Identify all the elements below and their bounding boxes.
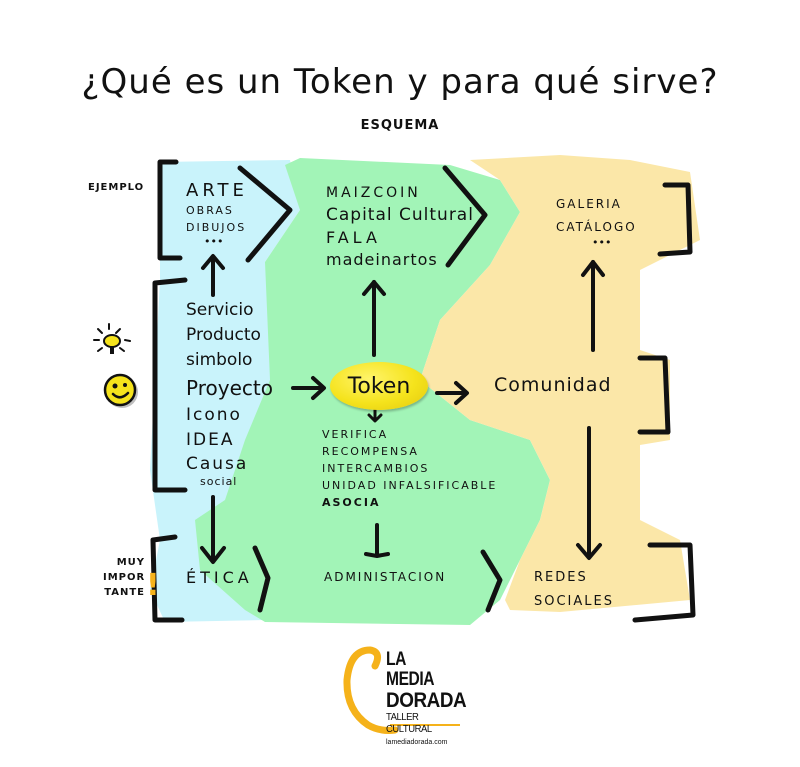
art-item: OBRAS [186,204,234,217]
function-item: VERIFICA [322,428,389,441]
logo-line-3: TALLER CULTURAL [386,712,432,735]
example-label: EJEMPLO [88,182,145,193]
token-example-item: Capital Cultural [326,205,474,225]
source-sub: social [200,475,238,488]
smiley-icon [103,373,138,408]
node-ethics: ÉTICA [186,568,253,587]
gallery-more: ••• [592,236,612,249]
bracket-ethics [150,534,185,623]
important-label: MUY IMPOR TANTE [103,555,145,600]
node-sources: Servicio Producto simbolo Proyecto Icono… [186,298,273,488]
important-exclamation: ! [146,568,160,603]
arrow-token-to-functions [367,408,383,423]
art-more: ••• [204,235,224,248]
token-example-item: FALA [326,228,381,247]
social-line-2: SOCIALES [534,594,614,609]
arrow-functions-to-admin [364,523,390,558]
token-node: Token [330,362,428,410]
source-item: simbolo [186,350,253,370]
lightbulb-icon [93,323,131,354]
logo-swirl-icon [343,646,399,734]
social-line-1: REDES [534,570,588,585]
node-token-examples: MAIZCOIN Capital Cultural FALA madeinart… [326,182,474,271]
arrow-project-to-token [291,376,326,400]
node-gallery: GALERIA CATÁLOGO ••• [556,190,637,250]
source-item: IDEA [186,430,235,450]
source-item: Causa [186,454,249,474]
source-item: Icono [186,405,242,425]
art-item: DIBUJOS [186,221,247,234]
gallery-item: CATÁLOGO [556,220,637,234]
important-line-1: MUY [116,557,145,568]
important-line-3: TANTE [104,587,145,598]
bracket-sources [152,277,188,493]
source-item-project: Proyecto [186,376,273,400]
arrow-community-to-social [576,426,602,560]
node-functions: VERIFICA RECOMPENSA INTERCAMBIOS UNIDAD … [322,426,497,511]
chevron-token-examples [442,165,488,268]
bracket-community [637,355,671,435]
logo: LA MEDIA DORADA TALLER CULTURAL lamediad… [386,649,467,747]
node-example-art: ARTE OBRAS DIBUJOS ••• [186,180,248,248]
important-line-2: IMPOR [103,572,146,583]
function-item: UNIDAD INFALSIFICABLE [322,479,498,492]
token-example-item: MAIZCOIN [326,185,421,201]
source-item: Producto [186,325,261,345]
function-item: RECOMPENSA [322,445,419,458]
logo-line-1: LA MEDIA [386,649,435,690]
arrow-token-to-community [435,381,469,405]
chevron-art [237,165,293,263]
source-item: Servicio [186,300,254,320]
art-title: ARTE [186,180,248,201]
logo-url: lamediadorada.com [386,739,448,746]
node-administration: ADMINISTACION [324,570,447,584]
gallery-item: GALERIA [556,197,622,211]
yellow-region [420,155,700,612]
token-example-item: madeinartos [326,250,438,269]
arrow-sources-to-art [201,254,225,297]
function-item: INTERCAMBIOS [322,462,430,475]
chevron-administration [480,549,503,613]
bracket-social [632,542,696,623]
logo-line-2: DORADA [386,689,467,712]
page-title: ¿Qué es un Token y para qué sirve? [81,62,719,102]
node-social-networks: REDES SOCIALES [534,566,614,614]
function-item: ASOCIA [322,496,381,509]
bracket-gallery [657,182,693,257]
arrow-token-to-examples [362,280,386,357]
node-community: Comunidad [494,374,612,396]
bracket-example [157,159,183,261]
arrow-sources-to-ethics [200,495,226,564]
arrow-community-to-gallery [581,260,605,352]
page-subtitle: ESQUEMA [360,118,440,133]
token-label: Token [347,373,411,399]
chevron-ethics [252,545,271,613]
